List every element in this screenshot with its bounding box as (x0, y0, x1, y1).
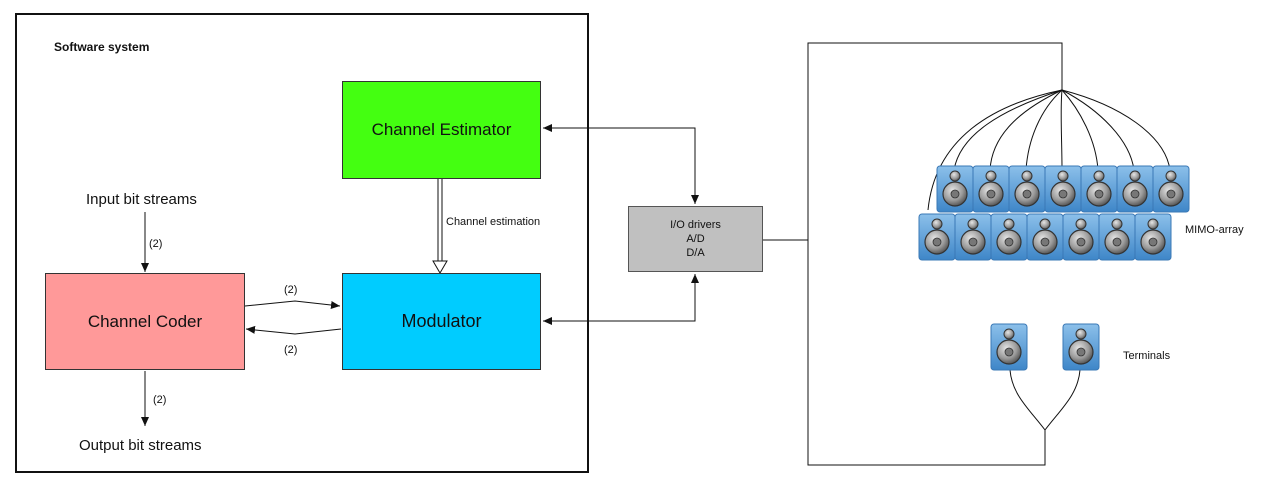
coder-to-modulator-arrow (244, 300, 341, 309)
antenna-bus-line (807, 42, 1063, 466)
speaker-antenna-icon (1080, 165, 1118, 213)
speaker-antenna-icon (1008, 165, 1046, 213)
output-bit-streams-label: Output bit streams (79, 437, 202, 454)
estimation-arrowhead (432, 260, 448, 274)
io-to-estimator-arrow (543, 124, 696, 197)
terminals (990, 323, 1100, 371)
software-system-title: Software system (54, 40, 150, 54)
speaker-antenna-icon (936, 165, 974, 213)
modulator-block: Modulator (342, 273, 541, 370)
speaker-antenna-icon (1044, 165, 1082, 213)
input-bit-streams-label: Input bit streams (86, 191, 197, 208)
terminal-speaker-icon (1062, 323, 1100, 371)
coder-to-modulator-count: (2) (284, 284, 298, 296)
terminal-feed-lines (1009, 369, 1081, 431)
speaker-antenna-icon (918, 213, 956, 261)
modulator-to-coder-arrow (245, 325, 342, 335)
terminals-label: Terminals (1123, 350, 1171, 362)
io-to-modulator-arrow (543, 281, 696, 325)
speaker-antenna-icon (990, 213, 1028, 261)
terminal-speaker-icon (990, 323, 1028, 371)
mimo-array-label: MIMO-array (1185, 224, 1244, 236)
mimo-array (918, 165, 1190, 261)
io-ad-line: A/D (686, 233, 705, 245)
channel-estimation-label: Channel estimation (446, 216, 541, 228)
output-stream-count: (2) (153, 394, 167, 406)
speaker-antenna-icon (972, 165, 1010, 213)
speaker-antenna-icon (1134, 213, 1172, 261)
speaker-antenna-icon (1098, 213, 1136, 261)
channel-coder-block: Channel Coder (45, 273, 245, 370)
input-stream-count: (2) (149, 238, 163, 250)
channel-coder-label: Channel Coder (87, 311, 203, 331)
modulator-to-coder-count: (2) (284, 344, 298, 356)
speaker-antenna-icon (1116, 165, 1154, 213)
modulator-label: Modulator (401, 311, 482, 331)
speaker-antenna-icon (954, 213, 992, 261)
speaker-antenna-icon (1062, 213, 1100, 261)
speaker-antenna-icon (1152, 165, 1190, 213)
io-drivers-block: I/O drivers A/D D/A (628, 206, 763, 272)
mimo-feed-lines (927, 89, 1171, 211)
software-system-frame (15, 13, 589, 473)
io-drivers-line: I/O drivers (670, 219, 721, 231)
channel-estimator-block: Channel Estimator (342, 81, 541, 179)
io-da-line: D/A (686, 247, 705, 259)
speaker-antenna-icon (1026, 213, 1064, 261)
channel-estimator-label: Channel Estimator (371, 120, 512, 139)
